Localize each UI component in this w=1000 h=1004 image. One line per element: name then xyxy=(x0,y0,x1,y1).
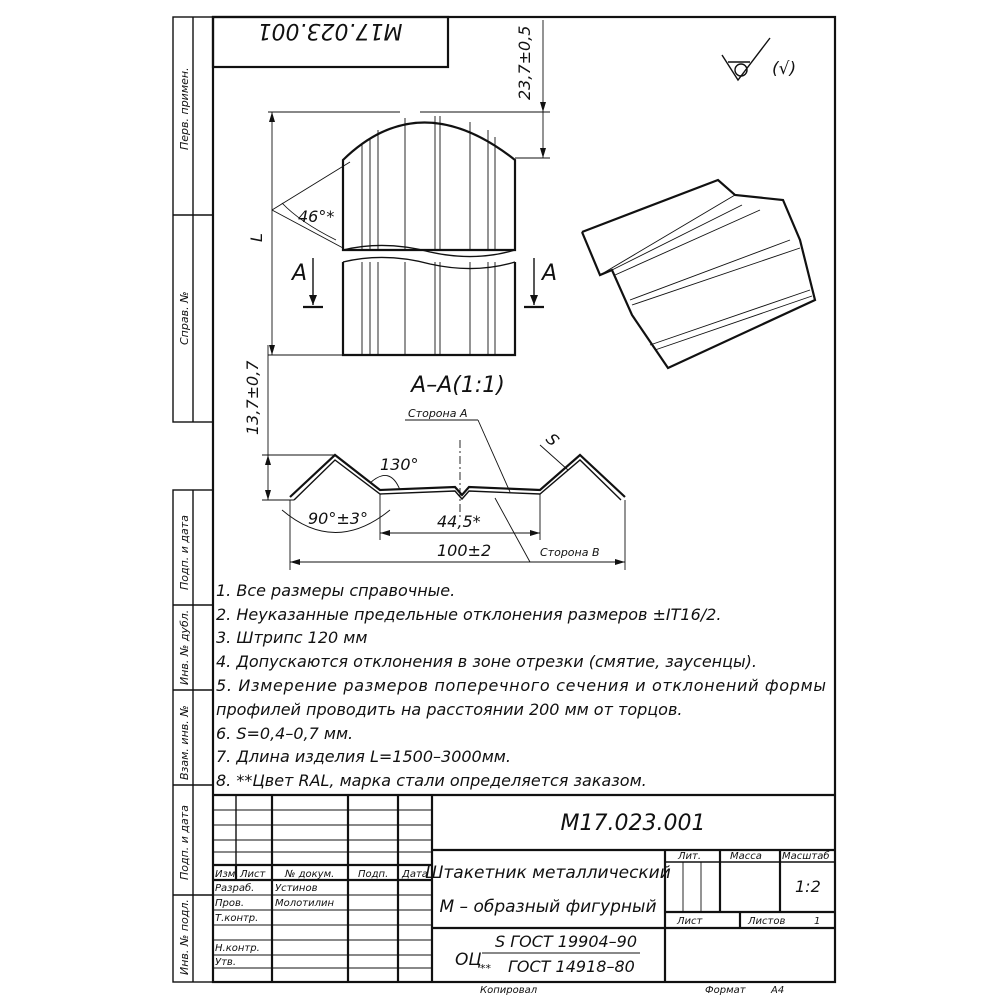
note-1: 1. Все размеры справочные. xyxy=(216,581,455,600)
row-nkontr: Н.контр. xyxy=(215,943,260,954)
dim-section-height-text: 13,7±0,7 xyxy=(243,360,262,435)
dim-44: 44,5* xyxy=(379,494,541,540)
angle-90: 90°±3° xyxy=(281,509,391,533)
picket-front-view xyxy=(341,116,517,357)
section-marker-right: А xyxy=(524,258,557,309)
note-5-cont: профилей проводить на расстоянии 200 мм … xyxy=(216,700,682,719)
list-label: Лист xyxy=(676,916,704,927)
dim-44-text: 44,5* xyxy=(437,512,481,531)
hdr-lit: Лит. xyxy=(677,851,701,862)
hdr-masshtab: Масштаб xyxy=(782,850,830,862)
technical-notes: 1. Все размеры справочные. 2. Неуказанны… xyxy=(216,581,826,790)
col-podp: Подп. xyxy=(358,869,388,880)
col-list: Лист xyxy=(239,869,267,880)
side-a-leader: Сторона А xyxy=(405,407,511,493)
format-value: А4 xyxy=(770,985,784,996)
side-strip-bottom xyxy=(172,489,214,983)
label-perv-primen: Перв. примен. xyxy=(178,67,191,150)
label-inv-podl: Инв. № подл. xyxy=(178,899,191,975)
label-sprav: Справ. № xyxy=(178,291,191,345)
code-box xyxy=(211,15,450,69)
dim-top-height: 23,7±0,5 xyxy=(420,20,550,159)
note-5: 5. Измерение размеров поперечного сечени… xyxy=(216,676,826,695)
roughness-text: (√) xyxy=(772,59,796,79)
section-marker-left: А xyxy=(290,258,323,309)
side-a-text: Сторона А xyxy=(408,407,468,420)
col-izm: Изм. xyxy=(215,869,239,880)
section-title: А–А(1:1) xyxy=(409,373,505,398)
side-strip-top xyxy=(172,16,214,423)
section-letter-right: А xyxy=(540,261,557,286)
doc-code: М17.023.001 xyxy=(561,811,706,836)
note-2: 2. Неуказанные предельные отклонения раз… xyxy=(216,605,721,624)
name-razrab: Устинов xyxy=(275,883,318,894)
section-letter-left: А xyxy=(290,261,307,286)
roughness-symbol: (√) xyxy=(721,37,796,82)
label-vzam-inv: Взам. инв. № xyxy=(178,705,191,780)
note-8: 8. **Цвет RAL, марка стали определяется … xyxy=(216,771,647,790)
note-4: 4. Допускаются отклонения в зоне отрезки… xyxy=(216,652,757,671)
angle-46-text: 46°* xyxy=(298,207,334,226)
row-utv: Утв. xyxy=(215,957,236,968)
angle-90-text: 90°±3° xyxy=(308,509,368,528)
kopiroval: Копировал xyxy=(480,985,538,996)
name-prov: Молотилин xyxy=(275,898,334,909)
listov-value: 1 xyxy=(814,916,820,927)
scale-value: 1:2 xyxy=(795,877,821,896)
note-3: 3. Штрипс 120 мм xyxy=(216,628,367,647)
format-label: Формат xyxy=(705,985,747,996)
label-inv-dubl: Инв. № дубл. xyxy=(178,610,191,685)
row-tkontr: Т.контр. xyxy=(215,913,258,924)
title-block xyxy=(213,793,835,982)
col-doc: № докум. xyxy=(284,869,334,880)
listov-label: Листов xyxy=(747,916,785,927)
dim-top-height-text: 23,7±0,5 xyxy=(515,26,534,100)
section-profile xyxy=(289,440,626,520)
thickness-marker: S xyxy=(539,429,569,471)
dim-length-text: L xyxy=(247,233,266,242)
col-data: Дата xyxy=(401,869,428,880)
dim-100-text: 100±2 xyxy=(437,541,491,560)
note-7: 7. Длина изделия L=1500–3000мм. xyxy=(216,747,511,766)
picket-isometric-view xyxy=(580,178,817,370)
side-b-text: Сторона В xyxy=(540,546,600,559)
row-razrab: Разраб. xyxy=(215,882,254,894)
dim-section-height: 13,7±0,7 xyxy=(243,345,335,501)
angle-46: 46°* xyxy=(271,161,351,249)
material-line-1: S ГОСТ 19904–90 xyxy=(495,932,637,951)
product-name-line-1: Штакетник металлический xyxy=(425,863,671,883)
angle-130-text: 130° xyxy=(380,455,419,474)
material-prefix: ОЦ xyxy=(455,950,482,970)
thickness-text: S xyxy=(542,429,563,450)
label-podp-data-2: Подп. и дата xyxy=(178,805,191,880)
side-b-leader: Сторона В xyxy=(494,497,605,563)
hdr-massa: Масса xyxy=(730,851,762,862)
material-star: ** xyxy=(480,962,492,975)
product-name-line-2: М – образный фигурный xyxy=(439,897,656,917)
row-prov: Пров. xyxy=(215,898,244,909)
angle-130: 130° xyxy=(369,455,419,491)
dim-length: L xyxy=(247,111,400,356)
label-podp-data-1: Подп. и дата xyxy=(178,515,191,590)
material-line-2: ГОСТ 14918–80 xyxy=(508,957,635,976)
inner-frame xyxy=(211,15,837,984)
code-rotated: М17.023.001 xyxy=(258,18,403,43)
note-6: 6. S=0,4–0,7 мм. xyxy=(216,724,353,743)
